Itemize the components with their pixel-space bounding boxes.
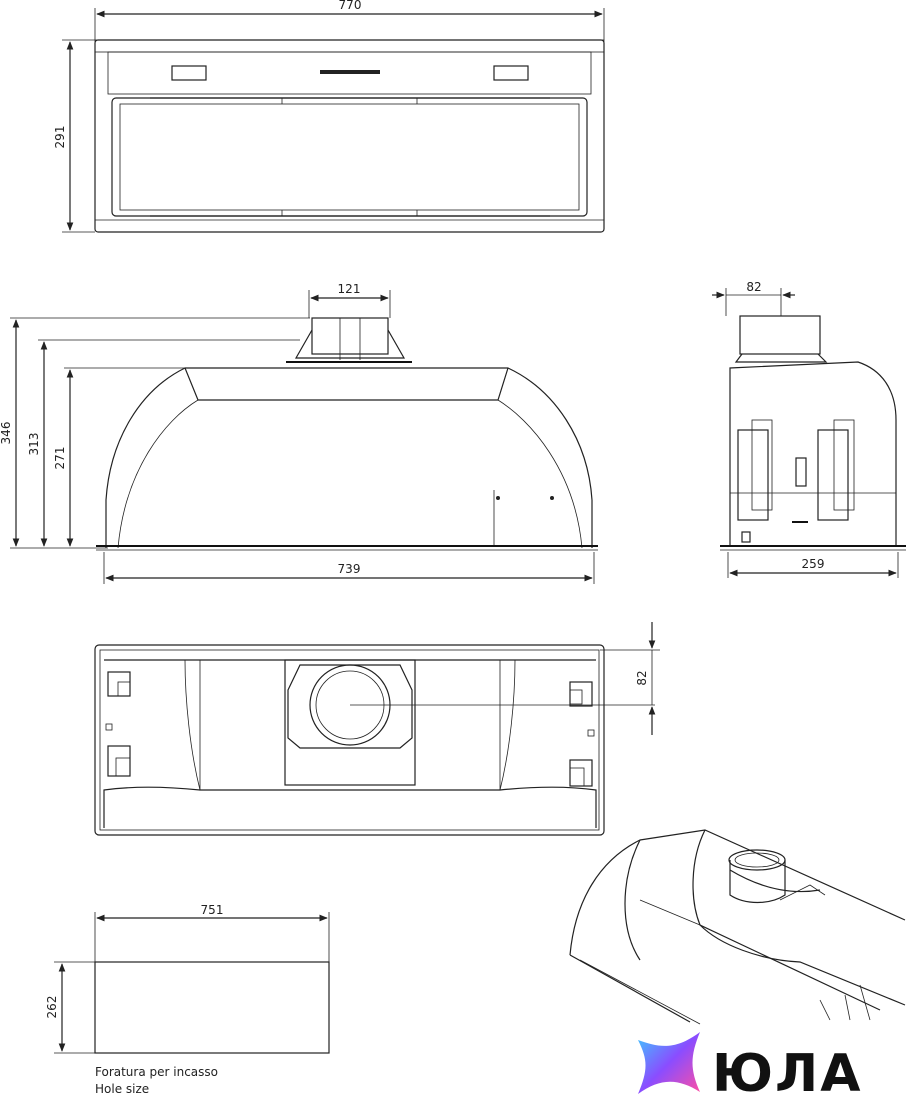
hole-size-view: 751 262 Foratura per incasso Hole size — [45, 903, 330, 1096]
brand-logo: ЮЛА — [638, 1032, 862, 1100]
dim-side-top-width: 121 — [338, 282, 361, 296]
dim-end-top-width: 82 — [746, 280, 761, 294]
dim-front-height: 291 — [53, 126, 67, 149]
dim-hole-height: 262 — [45, 996, 59, 1019]
brand-name: ЮЛА — [712, 1044, 862, 1100]
dim-bottom-offset: 82 — [635, 670, 649, 685]
front-view: 770 291 — [53, 0, 605, 233]
dim-hole-width: 751 — [201, 903, 224, 917]
dim-side-bottom-width: 739 — [338, 562, 361, 576]
hole-label-english: Hole size — [95, 1082, 149, 1096]
dim-front-width: 770 — [339, 0, 362, 12]
dim-side-height-body: 271 — [53, 447, 67, 470]
hole-label-italian: Foratura per incasso — [95, 1065, 218, 1079]
end-view: 82 259 — [712, 280, 906, 578]
bottom-view: 82 — [94, 622, 660, 836]
brand-star-icon — [638, 1032, 700, 1094]
dim-side-height-mid: 313 — [27, 433, 41, 456]
side-view: 121 346 313 271 739 — [0, 282, 598, 584]
isometric-view — [569, 829, 906, 1025]
dim-side-height-total: 346 — [0, 422, 13, 445]
dim-end-bottom-width: 259 — [802, 557, 825, 571]
